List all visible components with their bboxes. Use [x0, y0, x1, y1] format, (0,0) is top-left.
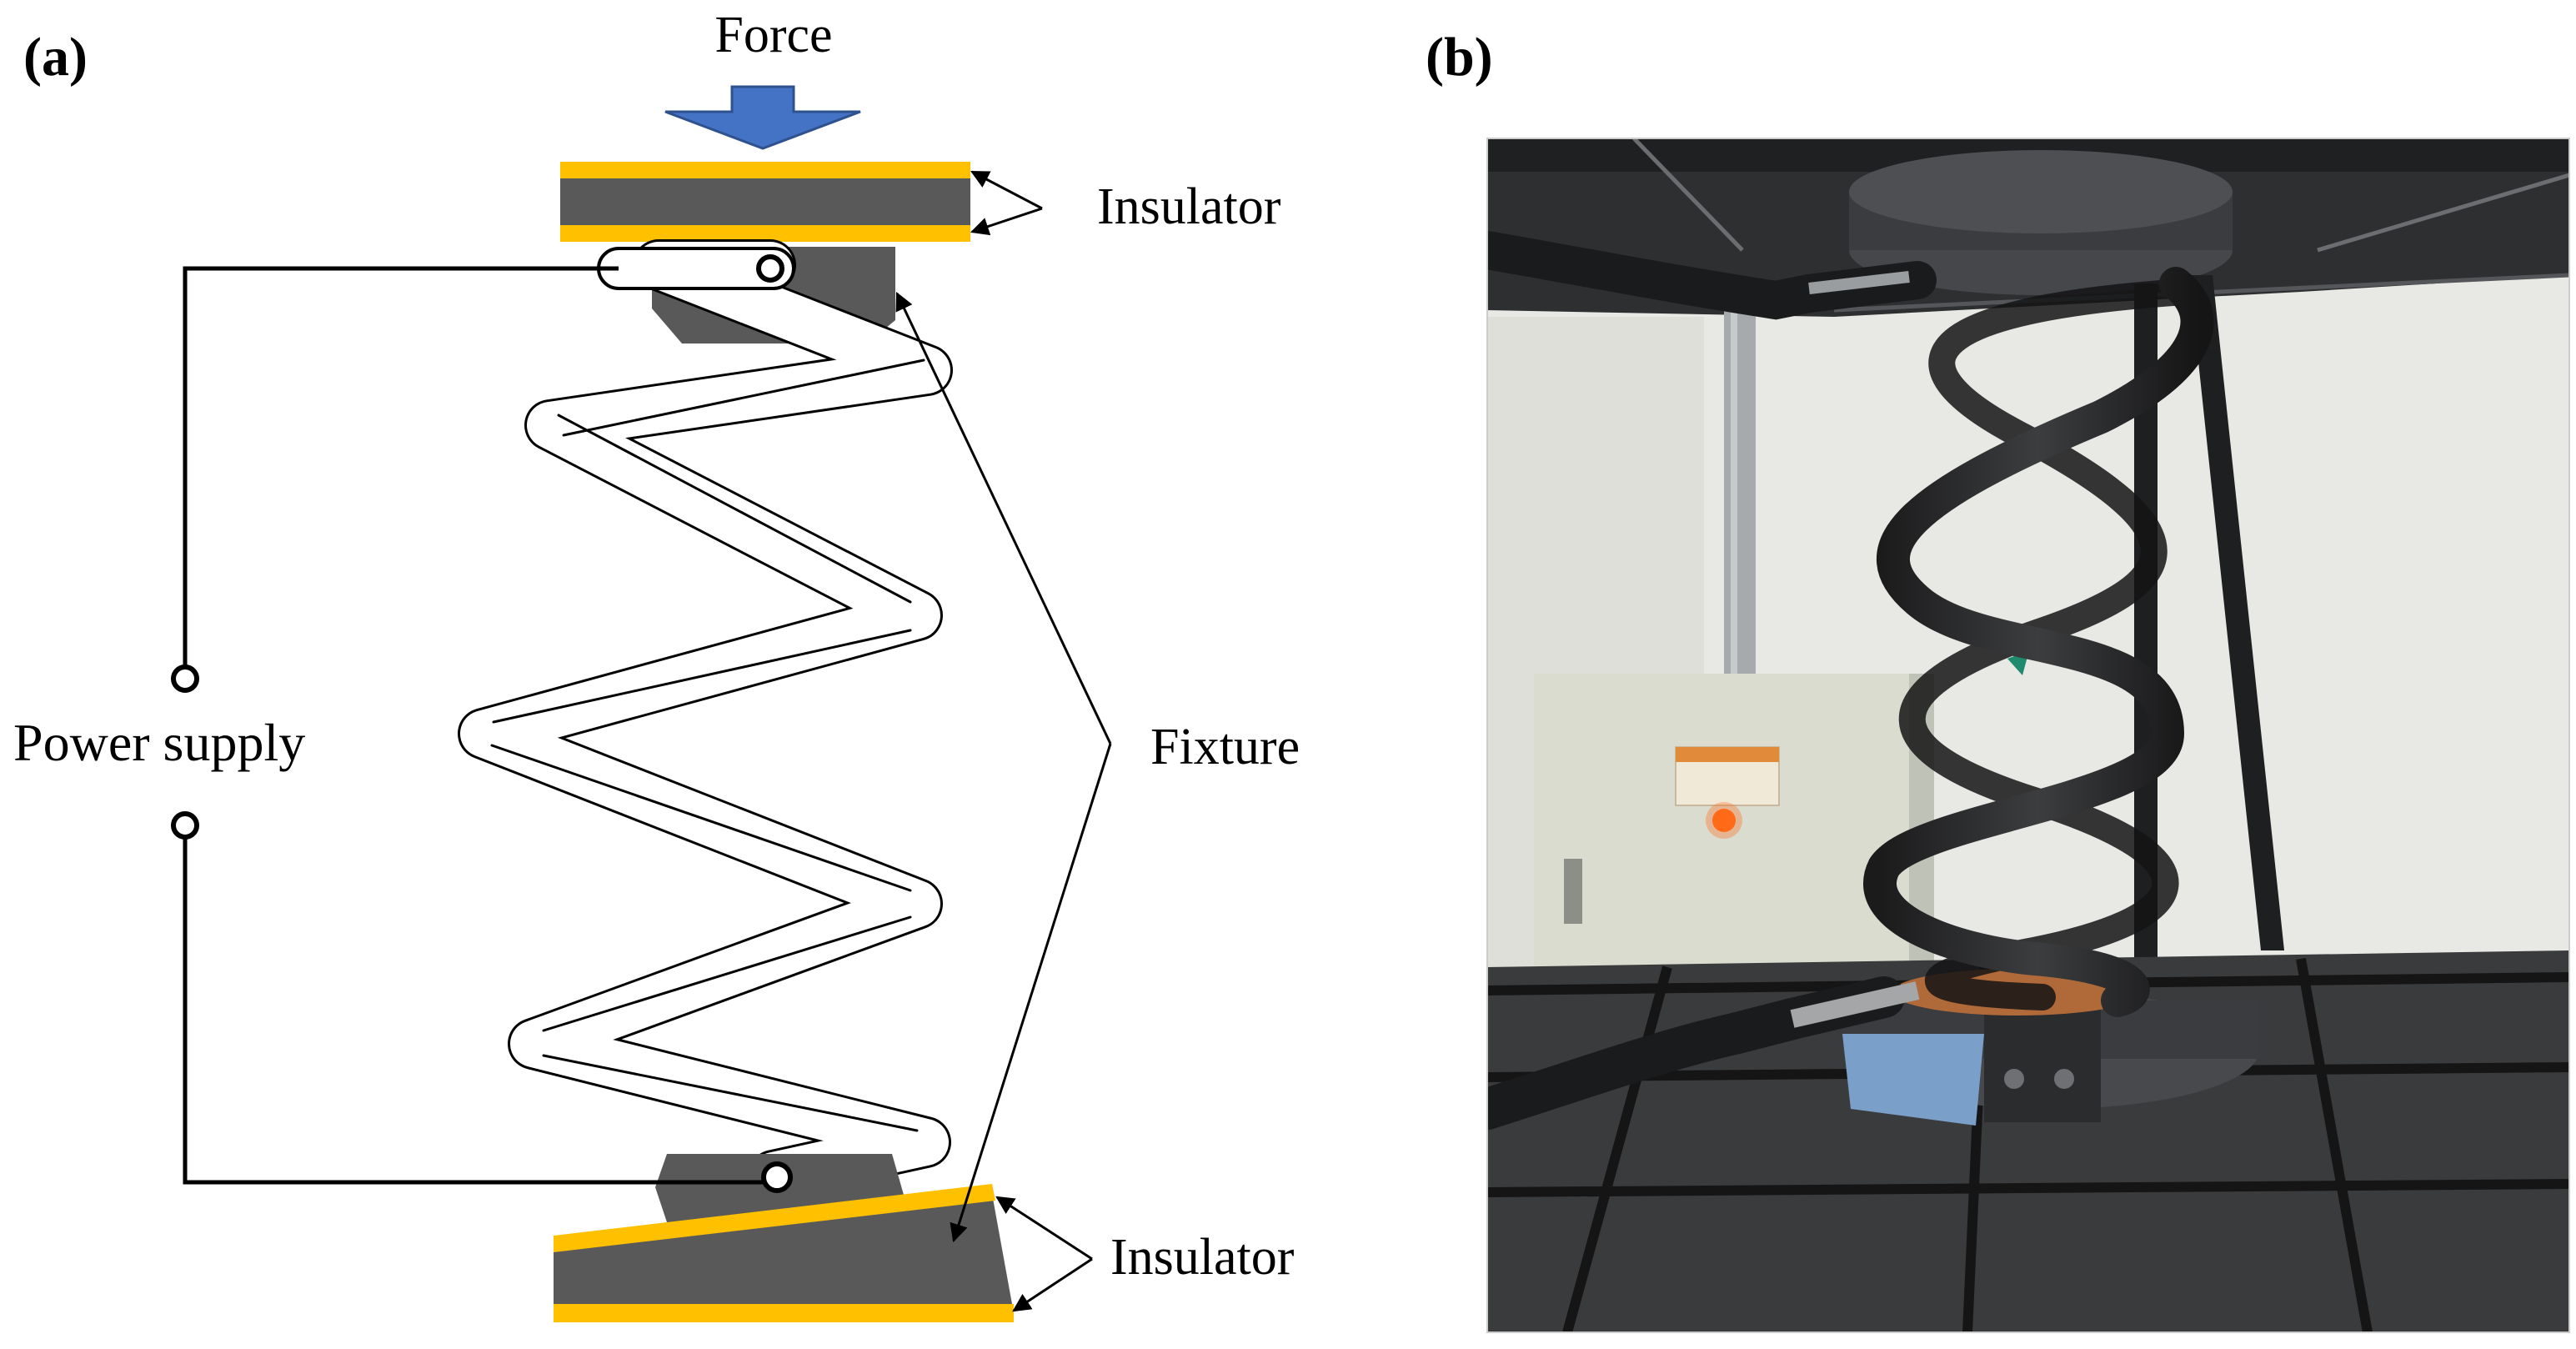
top-insulator-upper [560, 162, 970, 178]
upper-frame-edge-2 [2317, 173, 2569, 253]
upper-platen-top [1849, 150, 2233, 233]
photo-spring [1863, 267, 2214, 1017]
right-column-b [2189, 275, 2284, 950]
table-slot [1562, 965, 1672, 1332]
top-insulator-lower [560, 225, 970, 242]
insulator-bottom-label: Insulator [1110, 1229, 1295, 1286]
spring-rung-6 [542, 1054, 919, 1132]
insulator-top-pointer-2 [970, 207, 1043, 236]
fixture-block [1984, 1000, 2101, 1122]
force-arrow [664, 85, 861, 150]
box-latch [1564, 859, 1582, 924]
top-wire [183, 266, 619, 675]
table-slot [2296, 957, 2373, 1332]
insulator-top-label: Insulator [1097, 178, 1281, 235]
force-label: Force [714, 7, 832, 63]
spring-coil-fill [460, 242, 950, 1199]
insulator-bottom-pointer-1 [995, 1196, 1093, 1261]
power-supply-wiring [183, 266, 764, 1185]
fixture-pointer-bottom [950, 743, 1112, 1243]
spring-rung-2 [557, 414, 912, 604]
left-column [1724, 300, 1756, 692]
schematic-spring [458, 239, 953, 1201]
indicator-lamp-glow [1706, 802, 1742, 839]
indicator-lamp [1712, 809, 1736, 832]
top-plate-body [560, 178, 970, 225]
insulator-bottom-pointer-2 [1012, 1257, 1093, 1312]
test-rig-photo [1487, 138, 2569, 1332]
fixture-label: Fixture [1150, 719, 1300, 775]
bottom-insulator-lower [554, 1304, 1014, 1322]
down-arrow-icon [664, 85, 861, 150]
insulator-top-pointer-1 [970, 170, 1043, 210]
left-column-highlight [1731, 300, 1737, 692]
top-lead-loop [597, 247, 795, 290]
panel-a-schematic: (a) Force Insulator [13, 7, 1300, 1322]
panel-b-label: (b) [1426, 27, 1493, 88]
spring-rung-3 [492, 629, 912, 724]
bottom-cable [1487, 976, 1905, 1130]
top-cable-clamp [1808, 271, 1910, 294]
spring-rung-5 [542, 915, 912, 1032]
bottom-wire [183, 827, 764, 1185]
upper-frame-edge-1 [1632, 138, 1744, 252]
photo-frame [1486, 138, 2570, 1333]
control-box [1534, 674, 1934, 1007]
power-supply-label: Power supply [13, 713, 305, 772]
open-circle-terminal-icon [171, 811, 199, 840]
fixture-pointer-top [895, 292, 1112, 745]
table-slot [1487, 1179, 2569, 1197]
bottom-plate-body [554, 1194, 1012, 1304]
spring-front-turns [1863, 267, 2214, 1017]
warning-sticker-band [1676, 747, 1779, 762]
top-plate [560, 162, 970, 242]
bottom-cable-braid [1790, 981, 1920, 1028]
bottom-lead-end [761, 1161, 793, 1193]
blue-insulator-tape [1842, 1034, 1984, 1126]
bottom-insulator-upper [554, 1184, 995, 1252]
control-box-body [1534, 674, 1934, 1007]
fixture-bolt [2004, 1069, 2024, 1089]
spring-rung-4 [490, 744, 912, 892]
panel-a-label: (a) [23, 27, 88, 88]
bottom-plate [554, 1184, 1014, 1322]
open-circle-terminal-icon [171, 664, 199, 693]
top-lead-end [756, 254, 784, 283]
spring-rung-1 [562, 359, 925, 437]
top-cable [1487, 231, 1937, 320]
fixture-bolt [2054, 1069, 2074, 1089]
